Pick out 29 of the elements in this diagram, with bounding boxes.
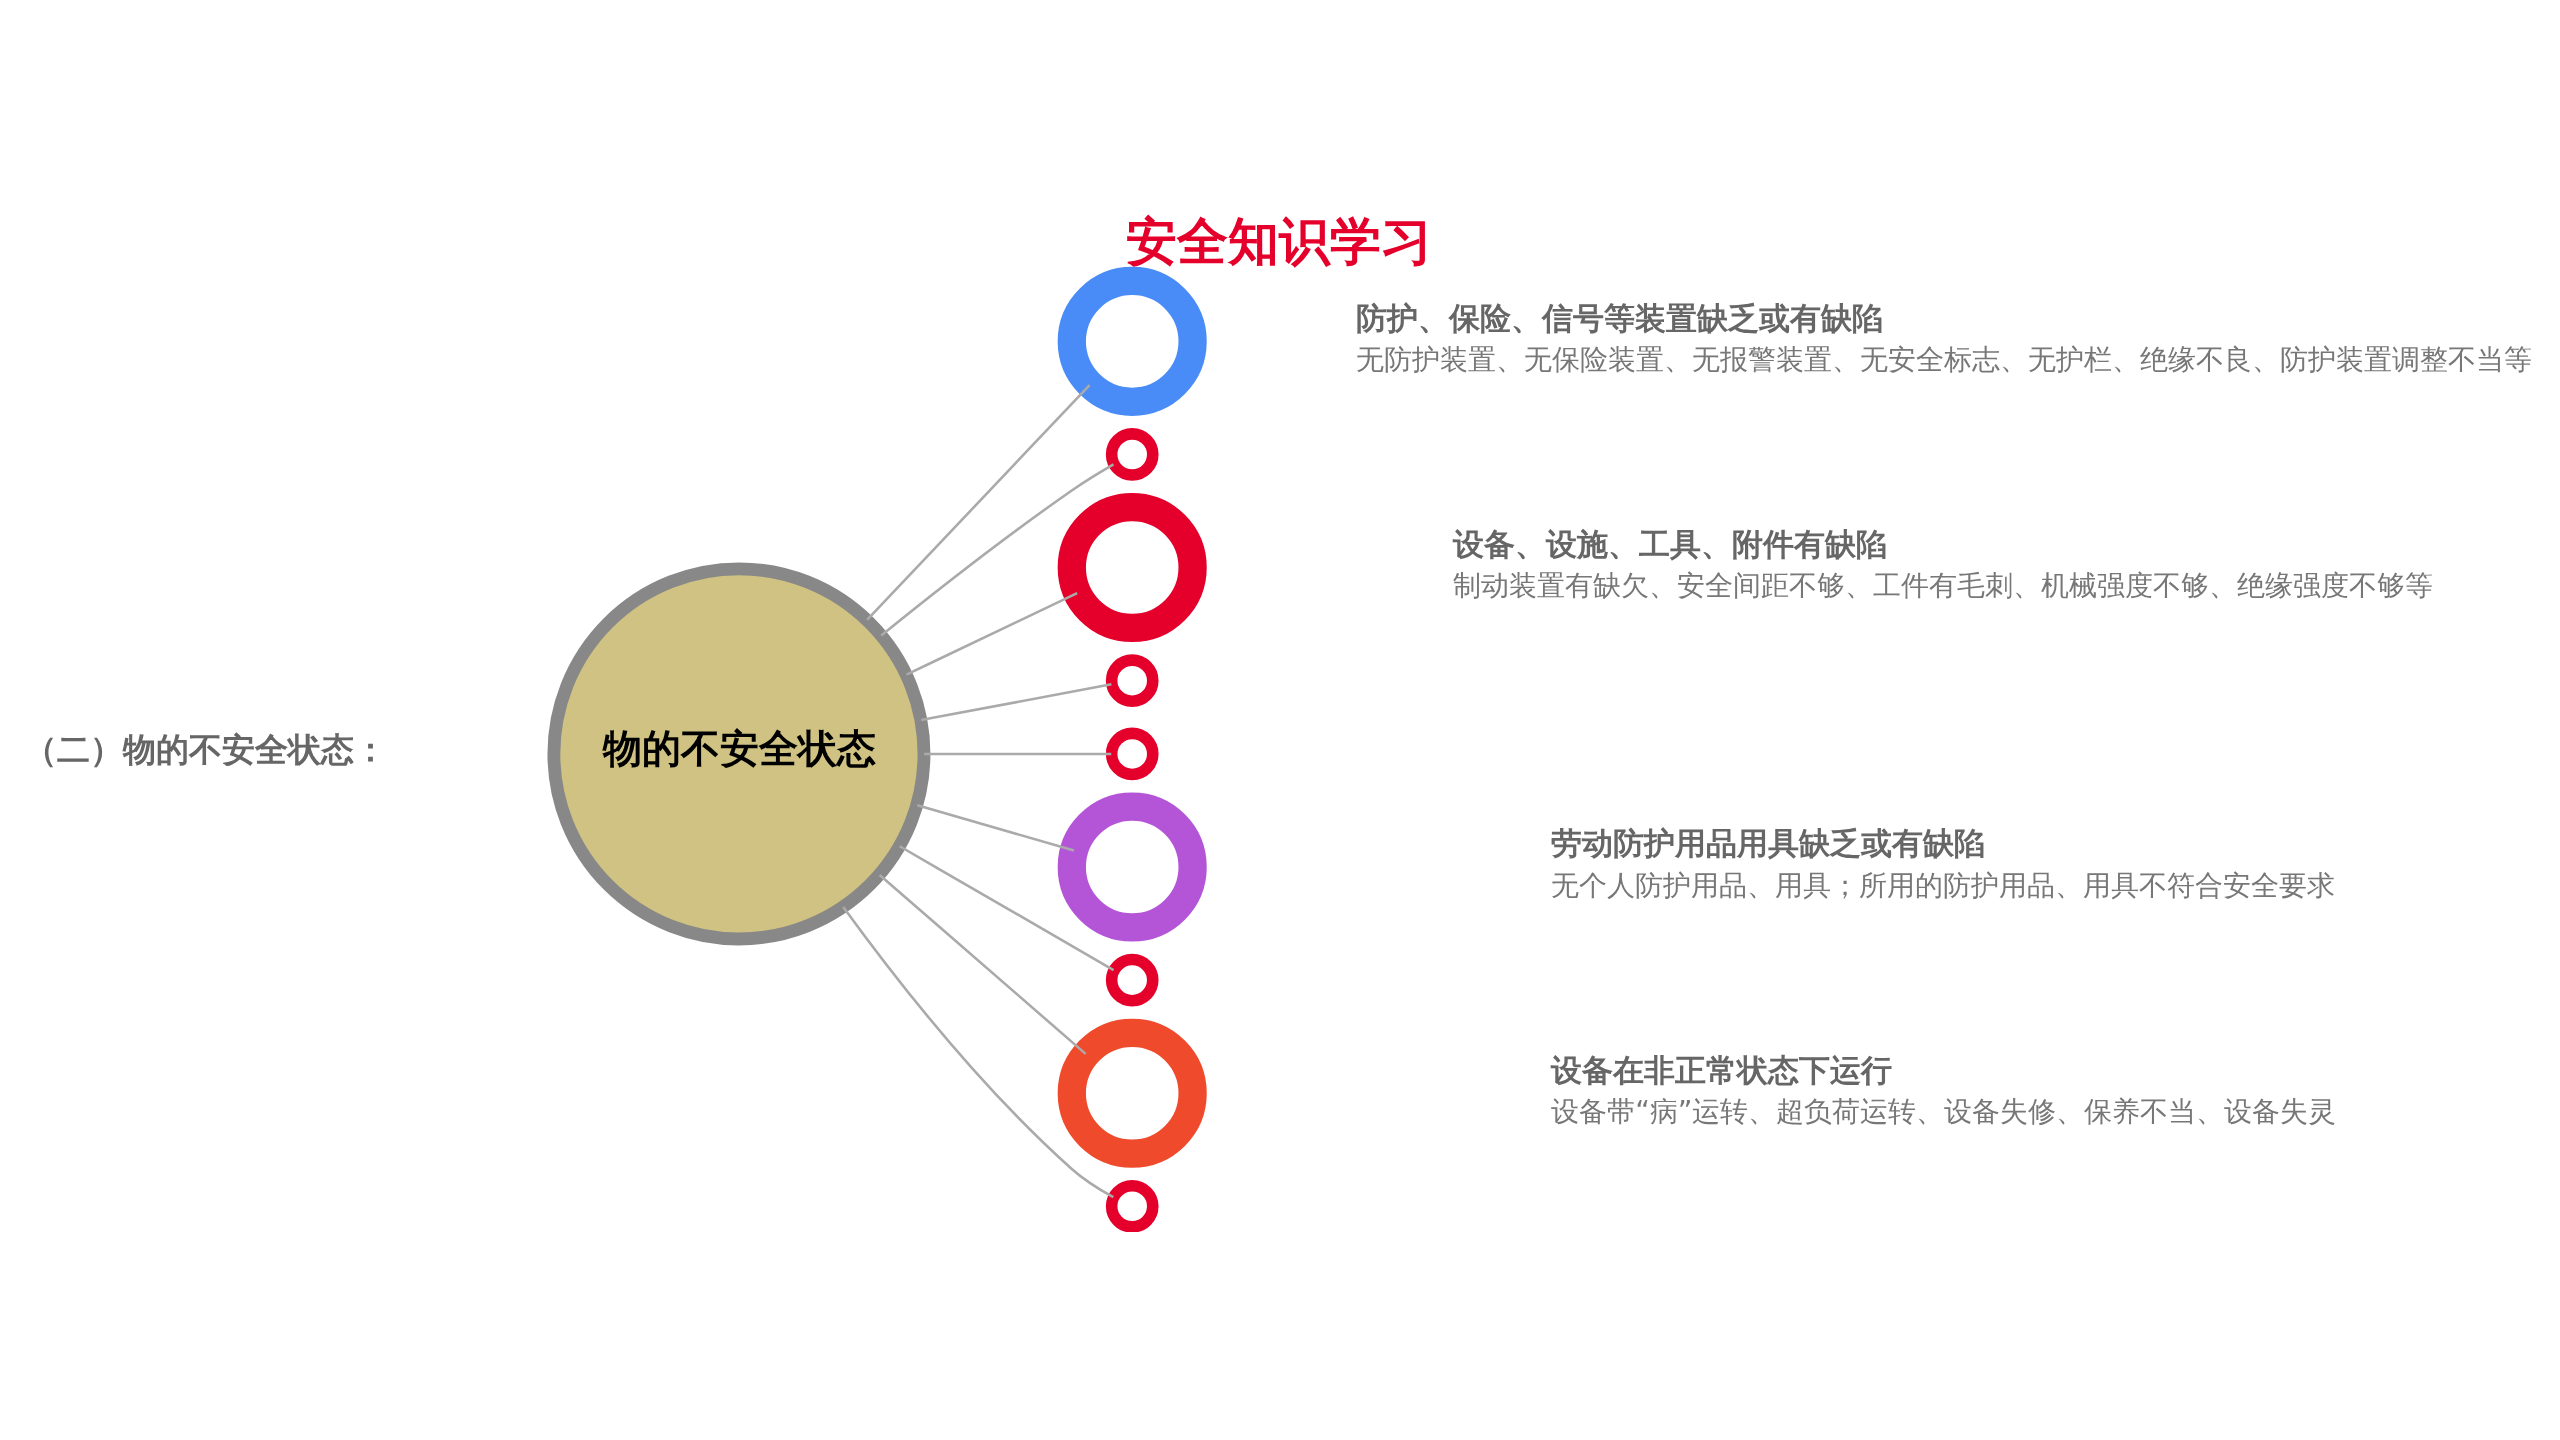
- node-label: 设备带“病”运转、超负荷运转、设备失修、保养不当、设备失灵: [1551, 1094, 2337, 1128]
- connector: [880, 462, 1115, 636]
- connector: [921, 682, 1112, 721]
- connector: [899, 844, 1115, 971]
- node-circle: [1057, 266, 1207, 416]
- node-label: 无防护装置、无保险装置、无报警装置、无安全标志、无护栏、绝缘不良、防护装置调整不当等: [1355, 342, 2532, 376]
- connector: [916, 803, 1075, 852]
- diagram-title: 安全知识学习: [1126, 210, 1433, 271]
- node-label: 设备、设施、工具、附件有缺陷: [1453, 525, 1888, 562]
- node-circle: [1105, 1179, 1159, 1232]
- node-label: 制动装置有缺欠、安全间距不够、工件有毛刺、机械强度不够、绝缘强度不够等: [1453, 568, 2434, 602]
- connector: [878, 873, 1087, 1055]
- connector: [905, 591, 1078, 676]
- node-circle: [1057, 791, 1207, 942]
- node-circle: [1057, 492, 1207, 642]
- node-circle: [1105, 653, 1159, 707]
- node-circle: [1105, 953, 1159, 1006]
- node-circle: [1105, 727, 1159, 780]
- connector: [866, 383, 1091, 621]
- node-label: 无个人防护用品、用具；所用的防护用品、用具不符合安全要求: [1551, 868, 2336, 902]
- node-circle: [1105, 427, 1159, 481]
- label: （二）物的不安全状态：: [24, 729, 388, 769]
- node-circle: 物的不安全状态: [547, 561, 931, 945]
- connector: [842, 905, 1114, 1198]
- node-label: 设备在非正常状态下运行: [1551, 1051, 1893, 1088]
- node-label: 防护、保险、信号等装置缺乏或有缺陷: [1355, 299, 1883, 336]
- connector: [924, 752, 1112, 755]
- node-label: 劳动防护用品用具缺乏或有缺陷: [1551, 824, 1986, 861]
- node-circle: [1057, 1018, 1207, 1168]
